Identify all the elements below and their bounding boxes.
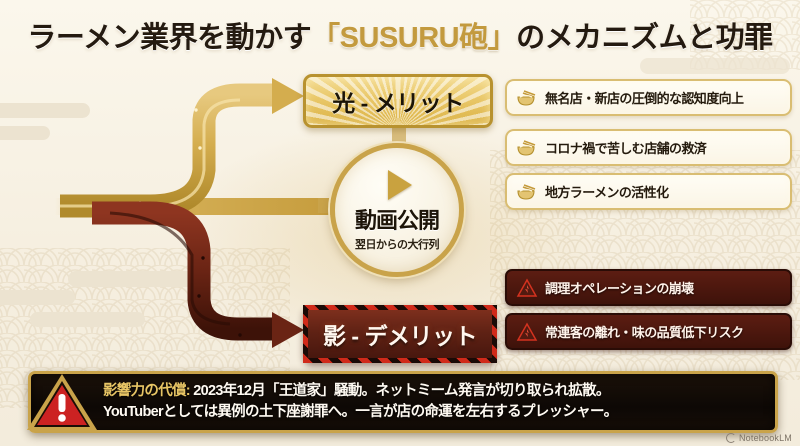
title-pre: ラーメン業界を動かす bbox=[27, 22, 312, 54]
merit-banner-label: 光 - メリット bbox=[332, 90, 464, 116]
merit-item-label: 無名店・新店の圧倒的な認知度向上 bbox=[545, 91, 744, 106]
cloud-shape-2 bbox=[0, 126, 50, 140]
watermark: NotebookLM bbox=[725, 433, 792, 443]
notebooklm-icon bbox=[725, 433, 736, 443]
cloud-shape-3 bbox=[0, 290, 75, 305]
play-icon bbox=[387, 170, 412, 200]
merit-item-3[interactable]: 地方ラーメンの活性化 bbox=[505, 173, 792, 210]
ramen-bowl-icon bbox=[516, 139, 538, 157]
cloud-shape-1 bbox=[0, 103, 90, 118]
title-highlight: 「SUSURU砲」 bbox=[311, 22, 517, 54]
hub-title: 動画公開 bbox=[354, 208, 440, 233]
gold-arrow-head bbox=[272, 78, 304, 114]
gold-flow-path bbox=[60, 83, 278, 218]
merit-item-label: コロナ禍で苦しむ店舗の救済 bbox=[545, 141, 707, 156]
exclamation-triangle-icon bbox=[23, 370, 101, 434]
red-flow-path bbox=[92, 201, 278, 341]
red-arrow-head bbox=[272, 312, 304, 348]
alert-label: 影響力の代償: bbox=[103, 383, 191, 399]
alert-line2: YouTuberとしては異例の土下座謝罪へ。一言が店の命運を左右するプレッシャー… bbox=[103, 404, 618, 420]
merit-banner[interactable]: 光 - メリット bbox=[303, 74, 493, 128]
ramen-bowl-icon bbox=[516, 183, 538, 201]
merit-item-1[interactable]: 無名店・新店の圧倒的な認知度向上 bbox=[505, 79, 792, 116]
warning-triangle-icon bbox=[516, 321, 538, 342]
video-release-hub[interactable]: 動画公開 翌日からの大行列 bbox=[330, 143, 464, 277]
watermark-text: NotebookLM bbox=[738, 433, 792, 443]
alert-text: 影響力の代償: 2023年12月「王道家」騒動。ネットミーム発言が切り取られ拡散… bbox=[103, 381, 765, 423]
demerit-item-label: 常連客の離れ・味の品質低下リスク bbox=[545, 325, 744, 340]
demerit-item-2[interactable]: 常連客の離れ・味の品質低下リスク bbox=[505, 313, 792, 350]
alert-line1: 2023年12月「王道家」騒動。ネットミーム発言が切り取られ拡散。 bbox=[189, 383, 610, 399]
hub-subtitle: 翌日からの大行列 bbox=[355, 239, 440, 251]
cloud-shape-6 bbox=[640, 58, 790, 74]
cloud-shape-5 bbox=[68, 271, 198, 287]
ramen-bowl-icon bbox=[516, 89, 538, 107]
demerit-banner[interactable]: 影 - デメリット bbox=[303, 305, 497, 363]
demerit-item-1[interactable]: 調理オペレーションの崩壊 bbox=[505, 269, 792, 306]
merit-item-2[interactable]: コロナ禍で苦しむ店舗の救済 bbox=[505, 129, 792, 166]
cloud-shape-4 bbox=[30, 312, 145, 327]
page-title: ラーメン業界を動かす「SUSURU砲」のメカニズムと功罪 bbox=[0, 14, 800, 56]
warning-triangle-icon bbox=[516, 277, 538, 298]
merit-item-label: 地方ラーメンの活性化 bbox=[545, 185, 669, 200]
demerit-banner-label: 影 - デメリット bbox=[323, 323, 477, 349]
alert-banner: 影響力の代償: 2023年12月「王道家」騒動。ネットミーム発言が切り取られ拡散… bbox=[27, 371, 778, 433]
demerit-item-label: 調理オペレーションの崩壊 bbox=[545, 281, 694, 296]
title-post: のメカニズムと功罪 bbox=[516, 22, 773, 54]
